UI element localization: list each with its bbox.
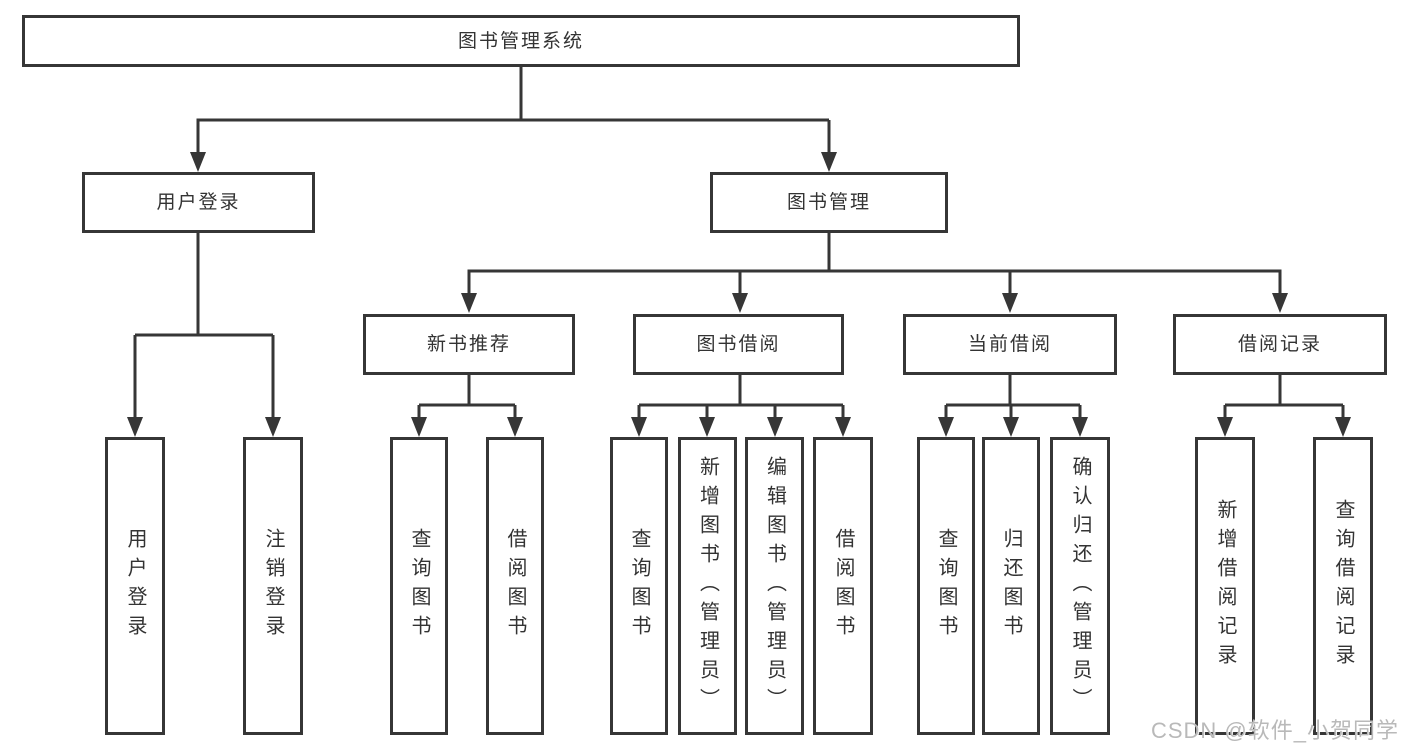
leaf-recommend-borrow-books: 借阅图书	[486, 437, 544, 735]
leaf-confirm-return-admin: 确认归还（管理员）	[1050, 437, 1110, 735]
node-borrow-records: 借阅记录	[1173, 314, 1387, 375]
node-new-book-recommend: 新书推荐	[363, 314, 575, 375]
node-root: 图书管理系统	[22, 15, 1020, 67]
leaf-user-login: 用户登录	[105, 437, 165, 735]
leaf-add-books-admin: 新增图书（管理员）	[678, 437, 737, 735]
leaf-add-borrow-record: 新增借阅记录	[1195, 437, 1255, 735]
connector-paths	[133, 67, 1345, 421]
leaf-edit-books-admin: 编辑图书（管理员）	[745, 437, 804, 735]
csdn-watermark: CSDN @软件_小贺同学	[1150, 718, 1399, 743]
leaf-return-books: 归还图书	[982, 437, 1040, 735]
arrowheads	[127, 152, 1351, 437]
node-user-login: 用户登录	[82, 172, 315, 233]
leaf-recommend-query-books: 查询图书	[390, 437, 448, 735]
leaf-borrow-query-books: 查询图书	[610, 437, 668, 735]
node-book-borrow: 图书借阅	[633, 314, 844, 375]
leaf-query-borrow-record: 查询借阅记录	[1313, 437, 1373, 735]
leaf-borrow-books: 借阅图书	[813, 437, 873, 735]
node-book-management: 图书管理	[710, 172, 948, 233]
node-current-borrow: 当前借阅	[903, 314, 1117, 375]
leaf-current-query-books: 查询图书	[917, 437, 975, 735]
leaf-logout: 注销登录	[243, 437, 303, 735]
